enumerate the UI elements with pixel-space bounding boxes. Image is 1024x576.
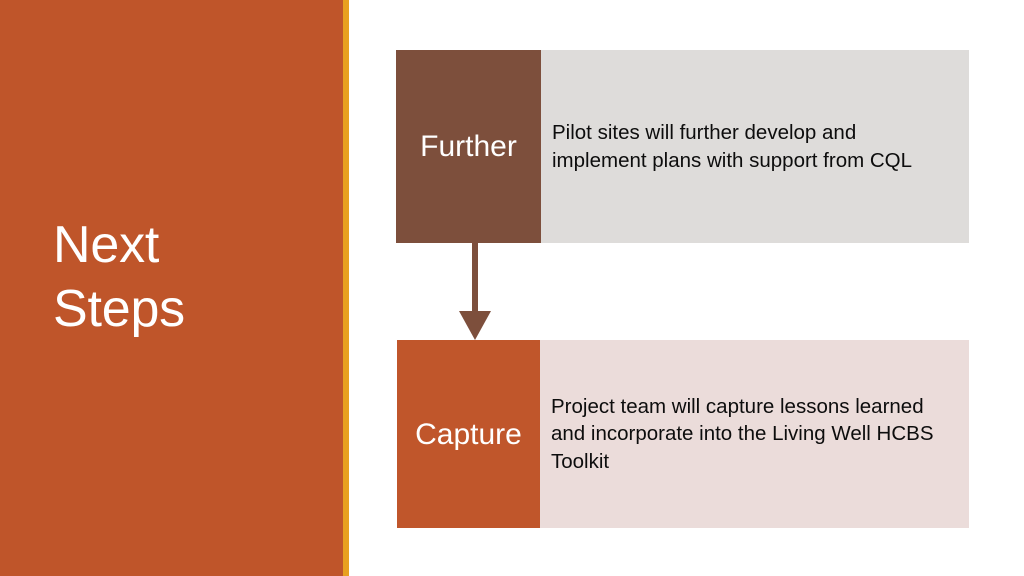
process-step-body-capture: Project team will capture lessons learne… [540, 340, 969, 528]
process-step-description-capture: Project team will capture lessons learne… [551, 395, 934, 473]
title-accent-bar [343, 0, 349, 576]
title-panel [0, 0, 343, 576]
process-step-label-capture: Capture [397, 340, 540, 528]
process-step-description-further: Pilot sites will further develop and imp… [552, 121, 913, 172]
down-arrow-glyph [459, 243, 491, 340]
page-title: Next Steps [53, 216, 185, 338]
process-step-capture: Capture Project team will capture lesson… [397, 340, 969, 528]
process-step-further: Further Pilot sites will further develop… [396, 50, 969, 243]
process-step-label-further: Further [396, 50, 541, 243]
down-arrow-icon [459, 243, 491, 341]
process-step-body-further: Pilot sites will further develop and imp… [541, 50, 969, 243]
